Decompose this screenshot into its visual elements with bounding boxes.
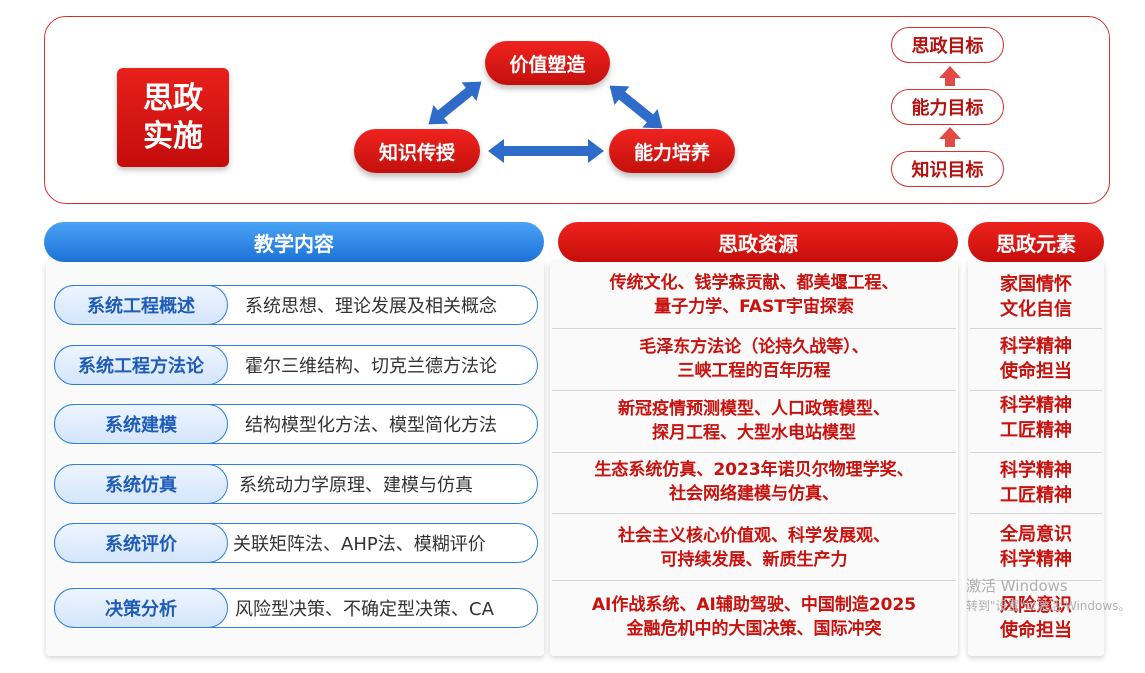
watermark-title: 激活 Windows [966, 577, 1068, 595]
divider [970, 580, 1102, 581]
resource-cell: 新冠疫情预测模型、人口政策模型、 探月工程、大型水电站模型 [550, 391, 958, 451]
element-line: 文化自信 [1000, 299, 1072, 320]
divider [552, 513, 956, 514]
resource-line: 探月工程、大型水电站模型 [652, 423, 856, 443]
divider [552, 390, 956, 391]
topic-content: 风险型决策、不确定型决策、CA [235, 598, 494, 620]
divider [970, 328, 1102, 329]
goal-arrow-upper [939, 66, 961, 86]
divider [552, 328, 956, 329]
element-line: 科学精神 [1000, 460, 1072, 481]
element-line: 使命担当 [1000, 620, 1072, 641]
element-line: 风险意识 [1000, 595, 1072, 616]
topic-tag: 决策分析 [54, 588, 228, 628]
element-line: 家国情怀 [1000, 274, 1072, 295]
topic-tag: 系统仿真 [54, 464, 228, 504]
resource-cell: 传统文化、钱学森贡献、都美堰工程、 量子力学、FAST宇宙探索 [550, 264, 958, 326]
element-cell: 风险意识 使命担当 [968, 586, 1104, 650]
topic-content: 霍尔三维结构、切克兰德方法论 [245, 355, 497, 377]
divider [552, 452, 956, 453]
resource-line: 金融危机中的大国决策、国际冲突 [626, 619, 882, 639]
topic-content: 关联矩阵法、AHP法、模糊评价 [233, 533, 486, 555]
topic-tag: 系统工程方法论 [54, 345, 228, 385]
topic-content: 系统思想、理论发展及相关概念 [245, 295, 497, 317]
resource-line: AI作战系统、AI辅助驾驶、中国制造2025 [591, 595, 917, 615]
value-ability-arrow [609, 85, 663, 129]
watermark-subtitle: 转到"设置"以激活 Windows。 [966, 599, 1131, 613]
element-line: 工匠精神 [1000, 485, 1072, 506]
teaching-content-header: 教学内容 [44, 222, 544, 262]
resource-line: 新冠疫情预测模型、人口政策模型、 [618, 399, 890, 419]
ability-training-node: 能力培养 [609, 129, 735, 173]
topic-tag: 系统评价 [54, 523, 228, 563]
value-shaping-node: 价值塑造 [485, 41, 610, 85]
ideological-elements-panel [968, 262, 1104, 656]
resource-line: 传统文化、钱学森贡献、都美堰工程、 [609, 273, 899, 293]
topic-tag: 系统建模 [54, 404, 228, 444]
implementation-label-line2: 实施 [143, 118, 203, 154]
resource-cell: 毛泽东方法论（论持久战等）、 三峡工程的百年历程 [550, 329, 958, 389]
content-row: 系统仿真 系统动力学原理、建模与仿真 [54, 464, 538, 504]
value-knowledge-arrow [428, 81, 482, 125]
element-line: 全局意识 [1000, 524, 1072, 545]
divider [552, 580, 956, 581]
element-cell: 全局意识 科学精神 [968, 516, 1104, 578]
resource-cell: AI作战系统、AI辅助驾驶、中国制造2025 金融危机中的大国决策、国际冲突 [550, 584, 958, 650]
content-row: 系统评价 关联矩阵法、AHP法、模糊评价 [54, 523, 538, 563]
element-line: 工匠精神 [1000, 420, 1072, 441]
element-cell: 科学精神 工匠精神 [968, 388, 1104, 448]
element-line: 使命担当 [1000, 361, 1072, 382]
element-cell: 家国情怀 文化自信 [968, 266, 1104, 328]
element-line: 科学精神 [1000, 336, 1072, 357]
content-row: 系统工程方法论 霍尔三维结构、切克兰德方法论 [54, 345, 538, 385]
knowledge-transfer-node: 知识传授 [354, 129, 480, 173]
resource-cell: 社会主义核心价值观、科学发展观、 可持续发展、新质生产力 [550, 516, 958, 580]
resource-cell: 生态系统仿真、2023年诺贝尔物理学奖、 社会网络建模与仿真、 [550, 452, 958, 512]
ideological-resources-panel [550, 262, 958, 656]
topic-tag: 系统工程概述 [54, 285, 228, 325]
resource-line: 社会主义核心价值观、科学发展观、 [618, 526, 890, 546]
ideological-resources-header: 思政资源 [558, 222, 958, 262]
implementation-label: 思政 实施 [117, 68, 229, 167]
resource-line: 生态系统仿真、2023年诺贝尔物理学奖、 [594, 460, 914, 480]
resource-line: 三峡工程的百年历程 [677, 361, 831, 381]
implementation-label-line1: 思政 [143, 80, 203, 116]
divider [970, 513, 1102, 514]
divider [970, 452, 1102, 453]
topic-content: 系统动力学原理、建模与仿真 [239, 474, 473, 496]
element-line: 科学精神 [1000, 395, 1072, 416]
ability-goal: 能力目标 [891, 89, 1004, 125]
element-line: 科学精神 [1000, 549, 1072, 570]
content-row: 系统工程概述 系统思想、理论发展及相关概念 [54, 285, 538, 325]
element-cell: 科学精神 工匠精神 [968, 452, 1104, 514]
content-row: 决策分析 风险型决策、不确定型决策、CA [54, 588, 538, 628]
ideological-goal: 思政目标 [891, 27, 1004, 63]
resource-line: 社会网络建模与仿真、 [669, 484, 839, 504]
topic-content: 结构模型化方法、模型简化方法 [245, 414, 497, 436]
windows-activation-watermark: 激活 Windows 转到"设置"以激活 Windows。 [966, 576, 1130, 616]
goal-arrow-lower [939, 127, 961, 147]
resource-line: 毛泽东方法论（论持久战等）、 [639, 337, 869, 357]
knowledge-goal: 知识目标 [891, 151, 1004, 187]
content-row: 系统建模 结构模型化方法、模型简化方法 [54, 404, 538, 444]
divider [970, 390, 1102, 391]
ideological-elements-header: 思政元素 [968, 222, 1104, 262]
resource-line: 可持续发展、新质生产力 [660, 550, 848, 570]
resource-line: 量子力学、FAST宇宙探索 [654, 297, 854, 317]
knowledge-ability-arrow [488, 139, 604, 163]
element-cell: 科学精神 使命担当 [968, 329, 1104, 389]
